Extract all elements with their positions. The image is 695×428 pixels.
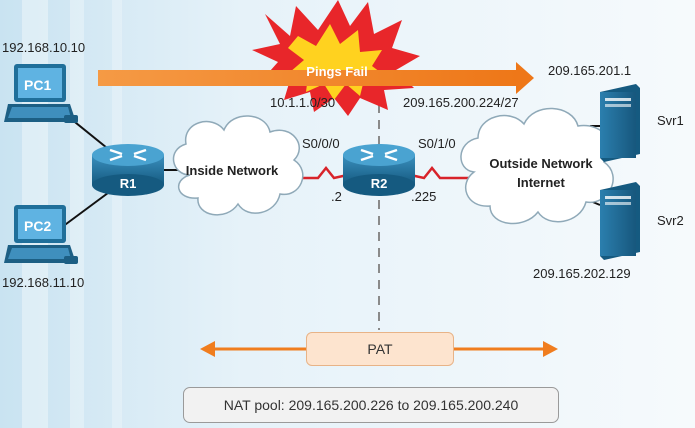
internet-label: Internet [517,175,565,190]
r2-name-label: R2 [370,176,388,191]
svr2-server-icon [600,182,640,260]
r2-router-icon [343,144,415,196]
r1-router-icon [92,144,164,196]
r1-name-label: R1 [119,176,137,191]
outside-network-label: Outside Network [489,156,593,171]
r2-outside-host-label: .225 [411,189,437,204]
svr2-name-label: Svr2 [657,213,684,228]
inside-network-label: Inside Network [185,163,279,178]
nat-pool-label: NAT pool: 209.165.200.226 to 209.165.200… [223,397,519,413]
r2-inside-interface-label: S0/0/0 [302,136,340,151]
nat-pool-box: NAT pool: 209.165.200.226 to 209.165.200… [183,387,559,423]
ping-flow-arrow [98,62,534,94]
r2-outside-interface-label: S0/1/0 [418,136,456,151]
link-subnet-label: 10.1.1.0/30 [270,95,336,110]
serial-link-outside [405,165,470,180]
pings-fail-label: Pings Fail [306,64,368,79]
pat-label: PAT [367,341,393,357]
background-stripe [112,0,122,428]
outside-subnet-label: 209.165.200.224/27 [403,95,519,110]
pc1-name-label: PC1 [24,77,52,93]
pat-box: PAT [306,332,454,366]
pc2-name-label: PC2 [24,218,52,234]
link-pc2-r1 [57,189,113,231]
svr1-server-icon [600,84,640,162]
pc2-icon [4,205,78,264]
svr2-ip-label: 209.165.202.129 [533,266,631,281]
svr1-name-label: Svr1 [657,113,684,128]
pc1-icon [4,64,78,123]
background-stripe [70,0,84,428]
pc2-ip-label: 192.168.11.10 [2,275,85,290]
r2-inside-host-label: .2 [331,189,342,204]
svr1-ip-label: 209.165.201.1 [548,63,632,78]
pc1-ip-label: 192.168.10.10 [2,40,86,55]
serial-link-inside [280,165,353,180]
inside-network-cloud [172,115,304,216]
